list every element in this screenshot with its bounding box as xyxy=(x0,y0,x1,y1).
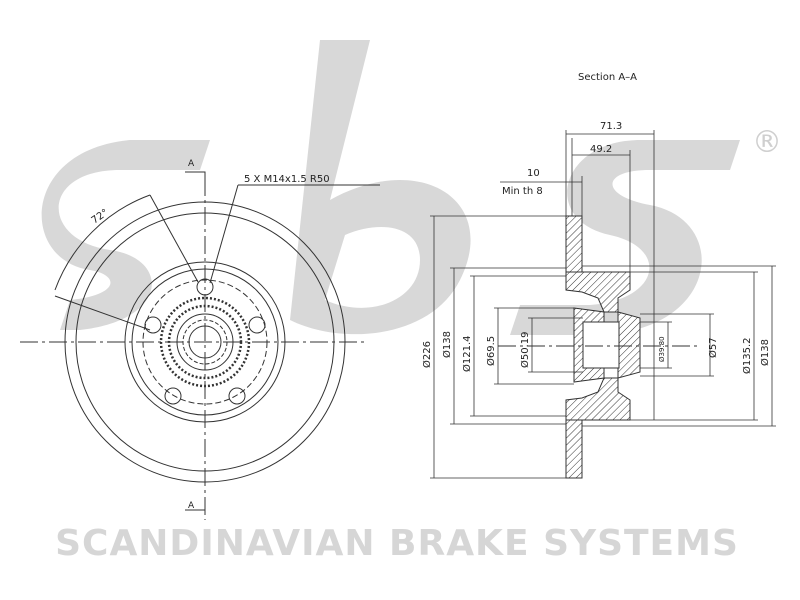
friction-ring-section-bottom xyxy=(565,419,583,479)
hub-stub-section xyxy=(617,311,641,379)
friction-ring-section-top xyxy=(565,215,583,273)
angle-label: 72° xyxy=(90,207,111,226)
thread-leader xyxy=(209,184,239,284)
brand-name: SCANDINAVIAN BRAKE SYSTEMS xyxy=(55,523,739,564)
section-arrow-top xyxy=(185,171,206,180)
hub-section-bottom xyxy=(565,377,631,421)
dimension-lines xyxy=(430,130,776,479)
dim-minth-label: Min th 8 xyxy=(502,186,543,197)
dim-71-label: 71.3 xyxy=(600,121,622,132)
bolt-hole xyxy=(164,387,182,405)
section-marker-top: A xyxy=(188,159,195,169)
dim-138-right-label: Ø138 xyxy=(759,339,771,366)
hub-bore-cavity xyxy=(582,321,620,369)
dim-121-label: Ø121.4 xyxy=(461,336,473,373)
dim-57-label: Ø57 xyxy=(707,337,719,358)
section-profile xyxy=(565,215,641,479)
angle-leader-2 xyxy=(149,194,199,283)
dim-39-label: Ø39.80 xyxy=(658,336,666,362)
bolt-hole xyxy=(228,387,246,405)
angle-arc xyxy=(54,194,151,291)
section-marker-bottom: A xyxy=(188,501,195,511)
bolt-hole xyxy=(248,316,266,334)
dim-138-left-label: Ø138 xyxy=(441,331,453,358)
thread-label: 5 X M14x1.5 R50 xyxy=(244,174,330,185)
dim-135-label: Ø135.2 xyxy=(741,338,753,375)
dim-226-label: Ø226 xyxy=(421,341,433,368)
section-title: Section A–A xyxy=(578,72,637,83)
dim-10-label: 10 xyxy=(527,168,540,179)
registered-mark: ® xyxy=(752,125,782,160)
dim-49-label: 49.2 xyxy=(590,144,612,155)
hub-section-top xyxy=(565,271,631,313)
section-arrow-bottom xyxy=(185,500,206,511)
dim-69-label: Ø69.5 xyxy=(485,336,497,366)
bolt-hole xyxy=(144,316,162,334)
angle-leader xyxy=(54,295,151,331)
front-view xyxy=(20,171,380,520)
watermark-logo xyxy=(41,40,740,335)
dim-50-label: Ø50.19 xyxy=(519,332,531,369)
